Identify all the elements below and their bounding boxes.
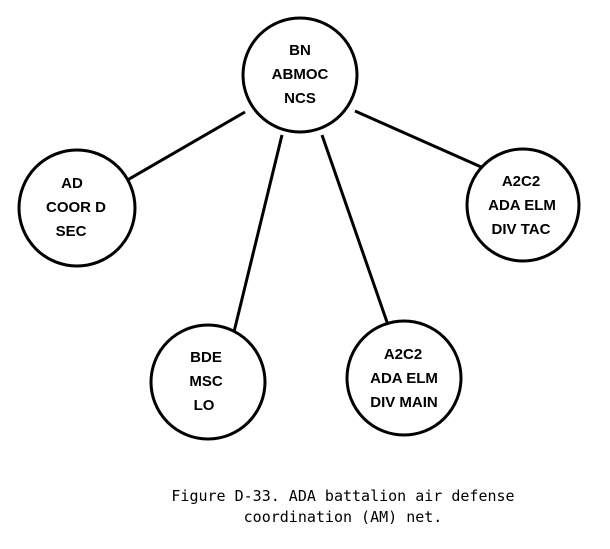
node-bn-abmoc-ncs: BN ABMOC NCS <box>241 16 359 134</box>
node-label-line: A2C2 <box>502 173 540 190</box>
node-label-line: DIV MAIN <box>370 394 438 411</box>
node-label-line: DIV TAC <box>492 221 551 238</box>
link-ncs-div-main <box>320 134 390 326</box>
node-a2c2-ada-elm-div-main: A2C2 ADA ELM DIV MAIN <box>345 319 463 437</box>
node-label-line: AD <box>61 175 83 192</box>
node-label-line: LO <box>194 397 215 414</box>
node-label-line: A2C2 <box>384 346 422 363</box>
link-ncs-ad-coord <box>123 110 246 184</box>
node-label-line: SEC <box>56 223 87 240</box>
node-label-line: ABMOC <box>272 66 329 83</box>
node-label-line: ADA ELM <box>488 197 556 214</box>
node-label-line: BN <box>289 42 311 59</box>
link-ncs-bde-msc <box>230 134 284 341</box>
node-ad-coord-sec: AD COOR D SEC <box>17 148 137 268</box>
node-label-line: COOR D <box>46 199 106 216</box>
node-label-line: ADA ELM <box>370 370 438 387</box>
node-bde-msc-lo: BDE MSC LO <box>149 323 267 441</box>
network-diagram: BN ABMOC NCS AD COOR D SEC BDE MSC LO A2… <box>17 16 581 441</box>
figure-caption-line-2: coordination (AM) net. <box>243 508 443 526</box>
node-label-line: BDE <box>190 349 222 366</box>
node-label-line: MSC <box>189 373 223 390</box>
node-label-line: NCS <box>284 90 316 107</box>
node-a2c2-ada-elm-div-tac: A2C2 ADA ELM DIV TAC <box>465 147 581 263</box>
link-ncs-div-tac <box>354 109 489 172</box>
figure-caption-line-1: Figure D-33. ADA battalion air defense <box>171 487 515 505</box>
